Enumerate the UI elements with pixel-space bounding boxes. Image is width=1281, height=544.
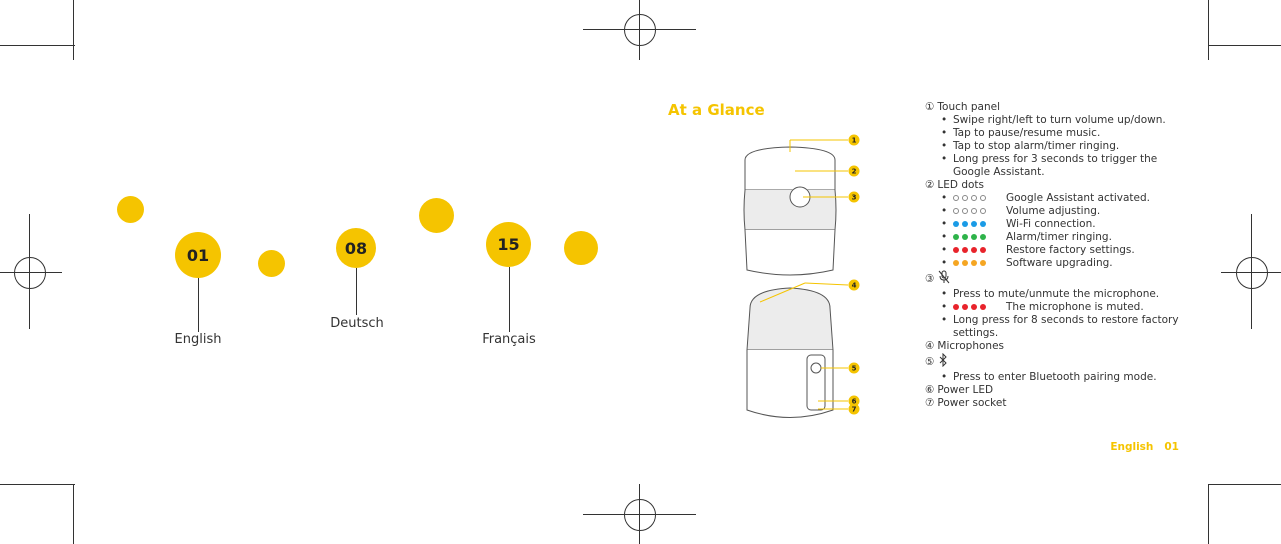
bullet-text: Long press for 3 seconds to trigger the … (953, 153, 1158, 178)
bullet-text: Press to enter Bluetooth pairing mode. (953, 371, 1157, 383)
bullet-text: Restore factory settings. (1006, 244, 1135, 256)
callout-2: 2 (852, 168, 857, 176)
led-dots-icon (953, 195, 1001, 201)
callout-3: 3 (852, 194, 857, 202)
bullet-item: Tap to stop alarm/timer ringing. (941, 140, 1225, 153)
page-number-english[interactable]: 01 (175, 232, 221, 278)
bullet-text: Wi-Fi connection. (1006, 218, 1096, 230)
bullet-text: Volume adjusting. (1006, 205, 1101, 217)
callout-7: 7 (852, 406, 857, 414)
page-footer: English 01 (1110, 441, 1179, 453)
item-marker: ② (925, 179, 935, 191)
item-marker: ③ (925, 272, 935, 285)
page-number-deutsch[interactable]: 08 (336, 228, 376, 268)
item-marker: ⑦ (925, 397, 935, 409)
bullet-text: Press to mute/unmute the microphone. (953, 288, 1160, 300)
led-dots-icon (953, 234, 1001, 240)
bullet-item: Tap to pause/resume music. (941, 127, 1225, 140)
callout-5: 5 (852, 365, 857, 373)
bullet-item: Restore factory settings. (941, 244, 1225, 257)
bullet-item: Long press for 8 seconds to restore fact… (941, 314, 1183, 340)
bullet-text: Long press for 8 seconds to restore fact… (953, 314, 1179, 339)
led-dots-icon (953, 247, 1001, 253)
bullet-text: Swipe right/left to turn volume up/down. (953, 114, 1166, 126)
footer-language: English (1110, 441, 1154, 453)
item-heading: ⑤ (925, 352, 1225, 371)
item-label: Power socket (937, 397, 1007, 409)
footer-page-number: 01 (1164, 441, 1179, 453)
item-marker: ⑤ (925, 355, 935, 368)
bullet-item: Press to enter Bluetooth pairing mode. (941, 371, 1225, 384)
callout-1: 1 (852, 137, 857, 145)
language-deutsch[interactable]: Deutsch (330, 316, 384, 331)
mic-mute-icon (937, 270, 951, 288)
item-marker: ④ (925, 340, 935, 352)
led-dots-icon (953, 304, 1001, 310)
item-label: Touch panel (937, 101, 1001, 113)
language-english[interactable]: English (174, 332, 222, 347)
item-label: Microphones (937, 340, 1005, 352)
bullet-item: Alarm/timer ringing. (941, 231, 1225, 244)
bullet-item: Press to mute/unmute the microphone. (941, 288, 1225, 301)
callout-6: 6 (852, 398, 857, 406)
bullet-text: Tap to stop alarm/timer ringing. (953, 140, 1120, 152)
bullet-item: Long press for 3 seconds to trigger the … (941, 153, 1183, 179)
bullet-item: Volume adjusting. (941, 205, 1225, 218)
page-number-francais[interactable]: 15 (486, 222, 531, 267)
bullet-item: Google Assistant activated. (941, 192, 1225, 205)
bullet-text: Tap to pause/resume music. (953, 127, 1101, 139)
bullet-item: Wi-Fi connection. (941, 218, 1225, 231)
section-title: At a Glance (668, 101, 765, 119)
bullet-text: Alarm/timer ringing. (1006, 231, 1112, 243)
led-dots-icon (953, 260, 1001, 266)
speaker-illustration: 1 2 3 4 5 6 7 (743, 134, 860, 418)
item-marker: ⑥ (925, 384, 935, 396)
decorative-dot (258, 250, 285, 277)
bluetooth-icon (937, 352, 949, 371)
bullet-text: The microphone is muted. (1006, 301, 1144, 313)
led-dots-icon (953, 208, 1001, 214)
callout-4: 4 (852, 282, 857, 290)
bullet-item: Swipe right/left to turn volume up/down. (941, 114, 1225, 127)
item-marker: ① (925, 101, 935, 113)
decorative-dot (117, 196, 144, 223)
item-label: Power LED (937, 384, 994, 396)
led-dots-icon (953, 221, 1001, 227)
language-francais[interactable]: Français (482, 332, 536, 347)
bullet-item: The microphone is muted. (941, 301, 1225, 314)
bullet-text: Google Assistant activated. (1006, 192, 1151, 204)
item-heading: ③ (925, 270, 1225, 288)
item-label: LED dots (937, 179, 985, 191)
bullet-text: Software upgrading. (1006, 257, 1113, 269)
decorative-dot (564, 231, 598, 265)
bullet-item: Software upgrading. (941, 257, 1225, 270)
decorative-dot (419, 198, 454, 233)
